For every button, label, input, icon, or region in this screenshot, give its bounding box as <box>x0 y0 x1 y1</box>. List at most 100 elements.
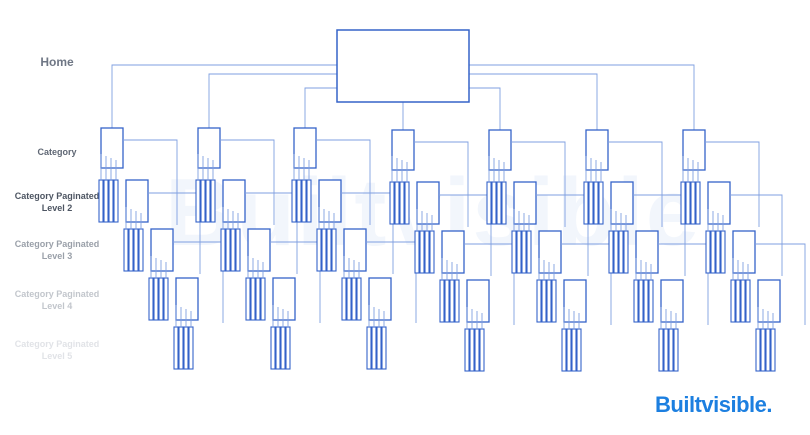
product-page-bar <box>245 277 251 321</box>
product-page-bar <box>178 326 184 370</box>
product-page-bar <box>501 181 507 225</box>
product-page-bar <box>566 328 572 372</box>
category-node <box>488 129 512 171</box>
product-page-bar <box>593 181 599 225</box>
product-page-bar <box>715 230 721 274</box>
product-page-bar <box>103 179 109 223</box>
product-page-bar <box>291 179 297 223</box>
product-page-bar <box>188 326 194 370</box>
product-page-bar <box>133 228 139 272</box>
paginated-page-node <box>660 279 684 323</box>
paginated-page-node <box>635 230 659 274</box>
product-page-bar <box>371 326 377 370</box>
product-page-bar <box>469 328 475 372</box>
category-label: Category <box>37 147 77 157</box>
product-page-bar <box>695 181 701 225</box>
product-page-bar <box>571 328 577 372</box>
product-page-bar <box>755 328 761 372</box>
product-page-bar <box>225 228 231 272</box>
product-page-bar <box>643 279 649 323</box>
paginated-page-node <box>125 179 149 223</box>
product-page-bar <box>153 277 159 321</box>
product-page-bar <box>439 279 445 323</box>
pagination-connector <box>705 141 760 227</box>
paginated-page-node <box>150 228 174 272</box>
product-page-bar <box>255 277 261 321</box>
paginated-page-node <box>563 279 587 323</box>
pagination-connector <box>608 141 663 227</box>
paginated-page-node <box>757 279 781 323</box>
product-page-bar <box>648 279 654 323</box>
product-page-bar <box>449 279 455 323</box>
product-page-bar <box>623 230 629 274</box>
product-page-bar <box>583 181 589 225</box>
product-page-bar <box>541 279 547 323</box>
product-page-bar <box>760 328 766 372</box>
product-page-bar <box>444 279 450 323</box>
product-page-bar <box>326 228 332 272</box>
home-label: Home <box>40 55 74 69</box>
paginated-page-node <box>368 277 392 321</box>
product-page-bar <box>250 277 256 321</box>
product-page-bar <box>521 230 527 274</box>
product-page-bar <box>685 181 691 225</box>
product-page-bar <box>285 326 291 370</box>
product-page-bar <box>551 279 557 323</box>
pagination-connector <box>220 139 275 225</box>
product-page-bar <box>765 328 771 372</box>
product-page-bar <box>148 277 154 321</box>
product-page-bar <box>710 230 716 274</box>
product-page-bar <box>735 279 741 323</box>
category-node <box>682 129 706 171</box>
product-page-bar <box>158 277 164 321</box>
product-page-bar <box>205 179 211 223</box>
product-page-bar <box>230 228 236 272</box>
paginated-level-5-label: Category Paginated Level 5 <box>14 339 100 361</box>
product-page-bar <box>419 230 425 274</box>
product-page-bar <box>668 328 674 372</box>
home-to-category-connector <box>469 64 695 130</box>
paginated-page-node <box>222 179 246 223</box>
pagination-connector <box>730 194 783 276</box>
product-page-bar <box>210 179 216 223</box>
category-node <box>100 127 124 169</box>
product-page-bar <box>183 326 189 370</box>
product-page-bar <box>366 326 372 370</box>
pagination-connector <box>511 141 566 227</box>
product-page-bar <box>491 181 497 225</box>
product-page-bar <box>745 279 751 323</box>
product-page-bar <box>546 279 552 323</box>
paginated-page-node <box>732 230 756 274</box>
paginated-level-2-label: Category Paginated Level 2 <box>14 191 100 213</box>
product-page-bar <box>429 230 435 274</box>
product-page-bar <box>220 228 226 272</box>
product-page-bar <box>128 228 134 272</box>
product-page-bar <box>561 328 567 372</box>
category-node <box>585 129 609 171</box>
paginated-page-node <box>538 230 562 274</box>
category-node <box>293 127 317 169</box>
product-page-bar <box>123 228 129 272</box>
paginated-page-node <box>318 179 342 223</box>
product-page-bar <box>346 277 352 321</box>
product-page-bar <box>690 181 696 225</box>
paginated-page-node <box>441 230 465 274</box>
product-page-bar <box>486 181 492 225</box>
product-page-bar <box>113 179 119 223</box>
product-page-bar <box>479 328 485 372</box>
paginated-page-node <box>247 228 271 272</box>
product-page-bar <box>608 230 614 274</box>
paginated-page-node <box>610 181 634 225</box>
product-page-bar <box>280 326 286 370</box>
product-page-bar <box>260 277 266 321</box>
product-page-bar <box>496 181 502 225</box>
product-page-bar <box>376 326 382 370</box>
product-page-bar <box>389 181 395 225</box>
product-page-bar <box>454 279 460 323</box>
product-page-bar <box>598 181 604 225</box>
pagination-connector <box>316 139 371 225</box>
product-page-bar <box>618 230 624 274</box>
product-page-bar <box>705 230 711 274</box>
product-page-bar <box>770 328 776 372</box>
